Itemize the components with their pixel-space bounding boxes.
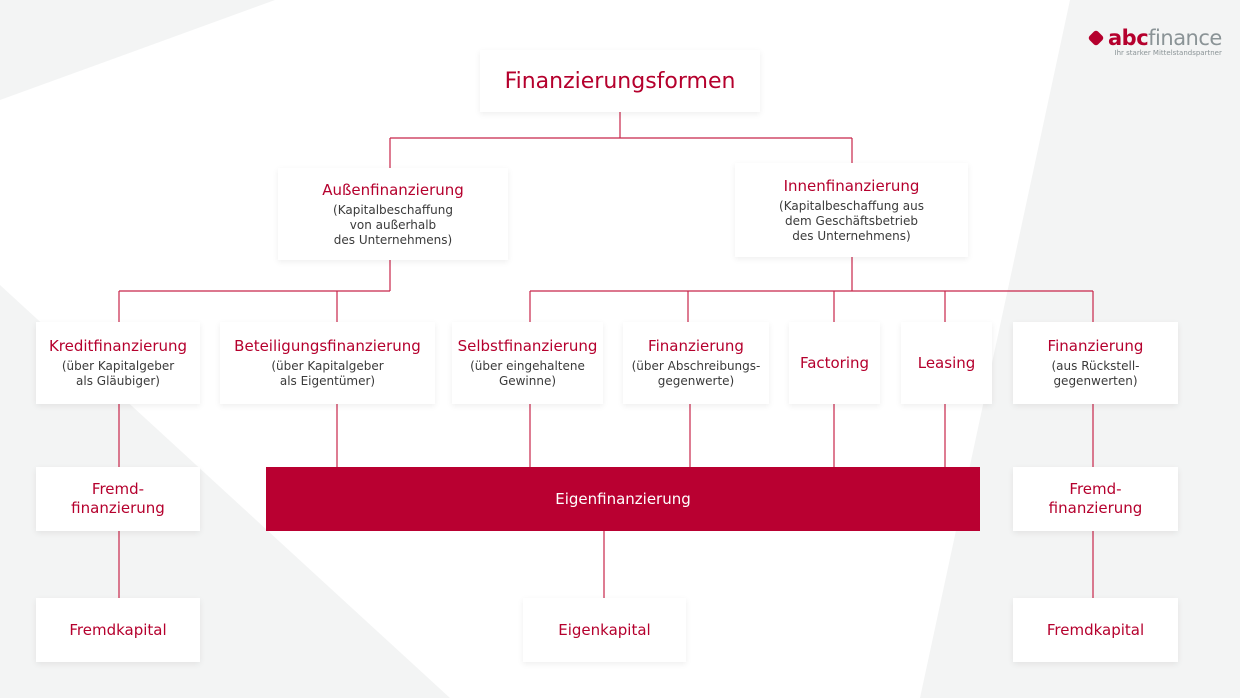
fremdfinanzierung-right-node: Fremd- finanzierung <box>1013 467 1178 531</box>
node-subtitle: (Kapitalbeschaffung aus dem Geschäftsbet… <box>779 198 924 243</box>
abcfinance-logo: abcfinance Ihr starker Mittelstandspartn… <box>1087 27 1222 57</box>
node-subtitle: (aus Rückstell- gegenwerten) <box>1051 359 1140 388</box>
node-title: Fremdkapital <box>69 620 167 639</box>
node-subtitle: (über Kapitalgeber als Gläubiger) <box>61 359 175 388</box>
node-subtitle: (über eingehaltene Gewinne) <box>470 359 585 388</box>
node-title: Eigenfinanzierung <box>555 489 691 508</box>
root-node: Finanzierungsformen <box>480 50 760 112</box>
eigenkapital-node: Eigenkapital <box>523 598 686 662</box>
node-subtitle: (über Abschreibungs- gegenwerte) <box>631 359 761 388</box>
node-title: Fremd- finanzierung <box>1048 480 1143 517</box>
node-subtitle: (über Kapitalgeber als Eigentümer) <box>271 359 384 388</box>
fremdkapital-right-node: Fremdkapital <box>1013 598 1178 662</box>
node-title: Außenfinanzierung <box>322 180 464 199</box>
node-title: Innenfinanzierung <box>783 176 920 195</box>
fremdfinanzierung-left-node: Fremd- finanzierung <box>36 467 200 531</box>
beteiligungsfinanzierung-node: Beteiligungsfinanzierung (über Kapitalge… <box>220 322 435 404</box>
selbstfinanzierung-node: Selbstfinanzierung (über eingehaltene Ge… <box>452 322 603 404</box>
node-title: Fremd- finanzierung <box>71 480 165 517</box>
kreditfinanzierung-node: Kreditfinanzierung (über Kapitalgeber al… <box>36 322 200 404</box>
node-title: Fremdkapital <box>1046 620 1145 639</box>
node-title: Beteiligungsfinanzierung <box>234 337 421 355</box>
innenfinanzierung-node: Innenfinanzierung (Kapitalbeschaffung au… <box>735 163 968 257</box>
node-title: Finanzierung <box>648 337 744 355</box>
eigenfinanzierung-bar: Eigenfinanzierung <box>266 467 980 531</box>
node-title: Finanzierung <box>1047 337 1144 355</box>
node-title: Eigenkapital <box>558 620 651 639</box>
rueckstellungsfinanzierung-node: Finanzierung (aus Rückstell- gegenwerten… <box>1013 322 1178 404</box>
node-title: Factoring <box>799 353 870 372</box>
logo-mark-icon <box>1087 29 1105 47</box>
abschreibungsfinanzierung-node: Finanzierung (über Abschreibungs- gegenw… <box>623 322 769 404</box>
factoring-node: Factoring <box>789 322 880 404</box>
leasing-node: Leasing <box>901 322 992 404</box>
node-title: Kreditfinanzierung <box>48 337 188 355</box>
node-title: Selbstfinanzierung <box>457 337 598 355</box>
aussenfinanzierung-node: Außenfinanzierung (Kapitalbeschaffung vo… <box>278 168 508 260</box>
node-subtitle: (Kapitalbeschaffung von außerhalb des Un… <box>333 202 453 247</box>
root-title: Finanzierungsformen <box>504 68 736 94</box>
fremdkapital-left-node: Fremdkapital <box>36 598 200 662</box>
node-title: Leasing <box>917 353 976 372</box>
